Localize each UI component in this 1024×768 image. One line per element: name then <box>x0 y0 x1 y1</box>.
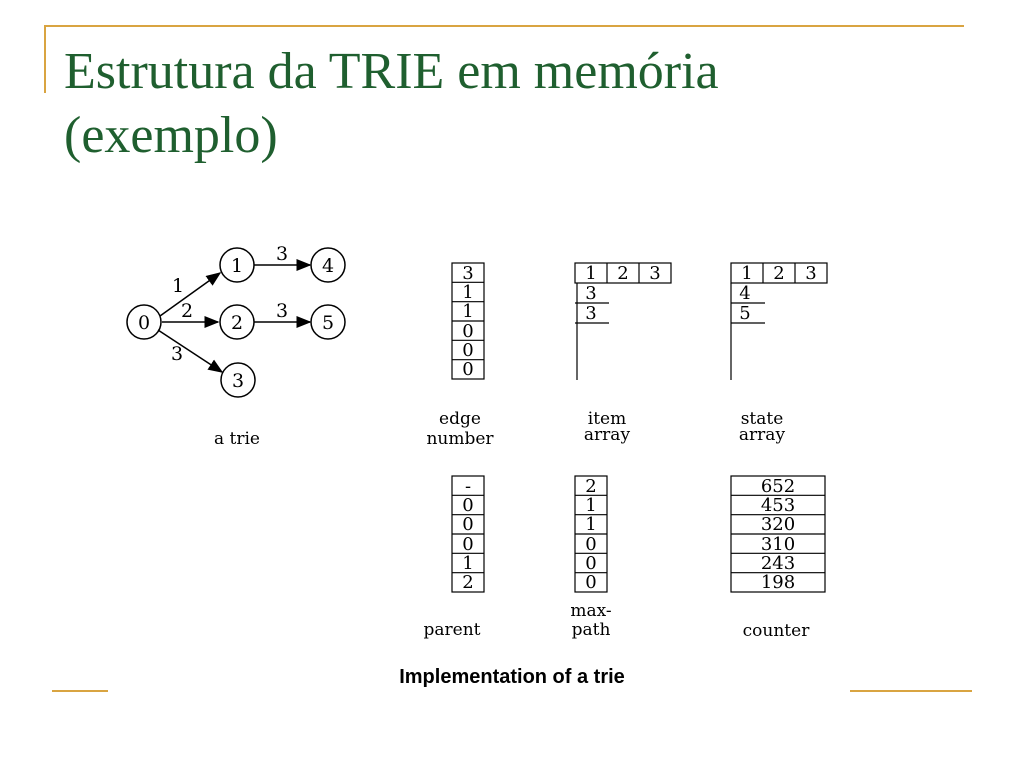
edge-number-value: 1 <box>462 282 473 303</box>
trie-node-0 <box>126 304 162 340</box>
parent-label: parent <box>424 620 481 640</box>
max-path-value: 0 <box>585 553 596 574</box>
trie-node-label: 0 <box>138 312 150 334</box>
max-path-value: 2 <box>585 476 596 497</box>
state-array-label: array <box>739 425 786 445</box>
item-array-header-cell: 2 <box>617 263 628 284</box>
trie-graph <box>126 247 346 398</box>
item-array-header-cell: 3 <box>649 263 660 284</box>
trie-node-label: 3 <box>232 370 244 392</box>
counter-value: 652 <box>761 476 795 497</box>
trie-label: a trie <box>214 429 260 449</box>
max-path-value: 0 <box>585 534 596 555</box>
item-array-label: item <box>588 409 626 429</box>
title-line-2: (exemplo) <box>64 107 278 164</box>
edge-0-1 <box>159 272 222 317</box>
state-array-value: 5 <box>739 303 750 324</box>
accent-line-bottom-left <box>52 690 108 692</box>
trie-node-label: 2 <box>231 312 243 334</box>
edge-0-3 <box>157 329 224 373</box>
edge-number-value: 0 <box>462 340 473 361</box>
edge-number-value: 0 <box>462 321 473 342</box>
counter-value: 310 <box>761 534 795 555</box>
slide-title: Estrutura da TRIE em memória (exemplo) <box>64 40 964 168</box>
trie-node-2 <box>219 304 255 340</box>
state-array-label: state <box>741 409 784 429</box>
parent-value: - <box>465 476 471 497</box>
counter-value: 453 <box>761 495 795 516</box>
state-array-header-cell: 2 <box>773 263 784 284</box>
edge-number-value: 1 <box>462 301 473 322</box>
max-path-label: max- <box>570 601 611 621</box>
parent-value: 0 <box>462 514 473 535</box>
edge-number-label: edge <box>439 409 481 429</box>
state-array-value: 4 <box>739 283 750 304</box>
edge-number-value: 0 <box>462 359 473 380</box>
item-array-header <box>574 262 672 284</box>
accent-line-top <box>44 25 964 27</box>
trie-node-3 <box>220 362 256 398</box>
trie-edge-label: 3 <box>276 300 288 322</box>
item-array-value: 3 <box>585 303 596 324</box>
item-array-header-cell: 1 <box>585 263 596 284</box>
max-path-value: 1 <box>585 495 596 516</box>
trie-node-5 <box>310 304 346 340</box>
accent-line-bottom-right <box>850 690 972 692</box>
figure-caption: Implementation of a trie <box>399 666 625 688</box>
item-array-value: 3 <box>585 283 596 304</box>
counter-value: 243 <box>761 553 795 574</box>
accent-line-left <box>44 25 46 93</box>
trie-node-1 <box>219 247 255 283</box>
edge-number-label: number <box>426 429 494 449</box>
counter-label: counter <box>743 621 811 641</box>
trie-edge-label: 2 <box>181 300 193 322</box>
title-line-1: Estrutura da TRIE em memória <box>64 43 719 100</box>
max-path-value: 1 <box>585 514 596 535</box>
edge-number-value: 3 <box>462 263 473 284</box>
counter-value: 198 <box>761 572 795 593</box>
trie-node-label: 4 <box>322 255 334 277</box>
item-array-label: array <box>584 425 631 445</box>
trie-node-4 <box>310 247 346 283</box>
state-array-header-cell: 3 <box>805 263 816 284</box>
counter-value: 320 <box>761 514 795 535</box>
trie-edge-label: 1 <box>172 275 184 297</box>
trie-node-label: 5 <box>322 312 334 334</box>
state-array-header <box>730 262 828 284</box>
max-path-value: 0 <box>585 572 596 593</box>
parent-value: 0 <box>462 495 473 516</box>
trie-edge-label: 3 <box>171 343 183 365</box>
state-array-header-cell: 1 <box>741 263 752 284</box>
parent-value: 0 <box>462 534 473 555</box>
trie-edge-label: 3 <box>276 243 288 265</box>
parent-value: 2 <box>462 572 473 593</box>
trie-node-label: 1 <box>231 255 243 277</box>
max-path-label: path <box>572 620 611 640</box>
parent-value: 1 <box>462 553 473 574</box>
